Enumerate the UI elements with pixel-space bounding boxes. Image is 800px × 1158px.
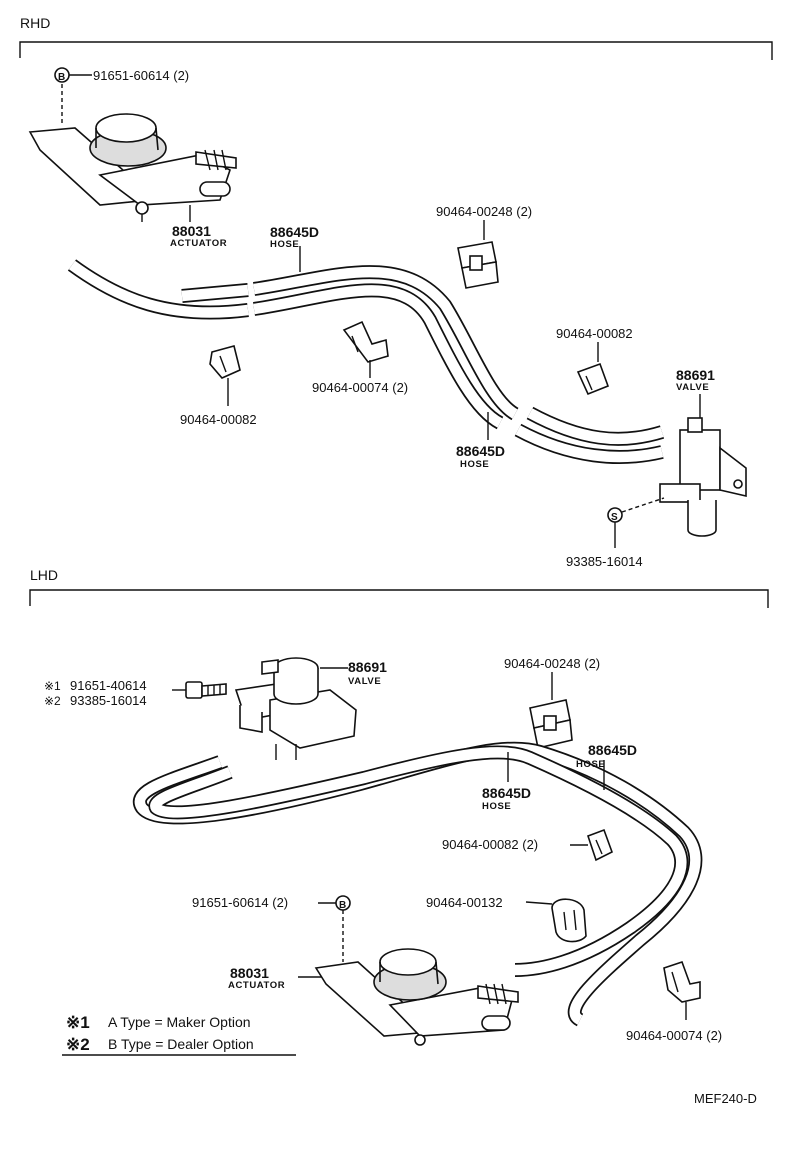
lhd-clip-082-part-number: 90464-00082 (2) bbox=[442, 837, 538, 852]
figure-code: MEF240-D bbox=[694, 1091, 757, 1106]
lhd-hose-inner-part-number: 88645D bbox=[482, 785, 531, 801]
lhd-clip-132-part-number: 90464-00132 bbox=[426, 895, 503, 910]
screw-s-marker: S bbox=[607, 507, 623, 523]
rhd-hose-lower-part-number: 88645D bbox=[456, 443, 505, 459]
section-label-rhd: RHD bbox=[20, 15, 50, 31]
lhd-bolt-b-marker-letter: B bbox=[339, 900, 346, 911]
lhd-clip-074-part-number: 90464-00074 (2) bbox=[626, 1028, 722, 1043]
lhd-bolt-b-marker: B bbox=[335, 895, 351, 911]
lhd-bolt2-part-number: 93385-16014 bbox=[70, 693, 147, 708]
rhd-clip-mid-part-number: 90464-00074 (2) bbox=[312, 380, 408, 395]
rhd-clip-left-part-number: 90464-00082 bbox=[180, 412, 257, 427]
lhd-hose-outer-part-number: 88645D bbox=[588, 742, 637, 758]
lhd-hose-drawing bbox=[133, 741, 703, 1027]
rhd-hose-lower-name: HOSE bbox=[460, 459, 489, 470]
rhd-clip-082-left-drawing bbox=[209, 345, 241, 379]
rhd-actuator-name: ACTUATOR bbox=[170, 238, 227, 249]
legend-text-1: A Type = Maker Option bbox=[108, 1014, 251, 1030]
bolt-b-marker: B bbox=[54, 67, 70, 83]
rhd-clip-074-drawing bbox=[342, 320, 389, 363]
rhd-hose-upper-part-number: 88645D bbox=[270, 224, 319, 240]
legend-mark-1: ※1 bbox=[66, 1013, 90, 1032]
legend-text-2: B Type = Dealer Option bbox=[108, 1036, 254, 1052]
rhd-hose-upper-drawing bbox=[67, 259, 519, 430]
lhd-hose-inner-name: HOSE bbox=[482, 801, 511, 812]
section-bracket-rhd bbox=[19, 41, 773, 60]
lhd-clip-top-part-number: 90464-00248 (2) bbox=[504, 656, 600, 671]
rhd-valve-part-number: 88691 bbox=[676, 367, 715, 383]
lhd-bolt-b-part-number: 91651-60614 (2) bbox=[192, 895, 288, 910]
bolt-b-marker-letter: B bbox=[58, 72, 65, 83]
lhd-clip-132-drawing bbox=[551, 898, 587, 943]
rhd-clip-top-part-number: 90464-00248 (2) bbox=[436, 204, 532, 219]
lhd-bolt1-mark: ※1 bbox=[44, 679, 61, 693]
screw-s-marker-letter: S bbox=[611, 512, 618, 523]
lhd-clip-074-drawing bbox=[663, 960, 701, 1003]
rhd-clip-248-drawing bbox=[457, 241, 499, 289]
rhd-actuator-drawing bbox=[28, 113, 237, 222]
lhd-valve-name: VALVE bbox=[348, 676, 381, 687]
rhd-bolt-part-number: 91651-60614 (2) bbox=[93, 68, 189, 83]
lhd-clip-248-drawing bbox=[529, 699, 573, 749]
rhd-valve-name: VALVE bbox=[676, 382, 709, 393]
rhd-screw-part-number: 93385-16014 bbox=[566, 554, 643, 569]
rhd-clip-082-right-drawing bbox=[576, 362, 610, 396]
dashed-leader bbox=[621, 497, 665, 513]
lhd-bolt1-part-number: 91651-40614 bbox=[70, 678, 147, 693]
lhd-actuator-part-number: 88031 bbox=[230, 965, 269, 981]
lhd-valve-part-number: 88691 bbox=[348, 659, 387, 675]
section-label-lhd: LHD bbox=[30, 567, 58, 583]
lhd-bolt2-mark: ※2 bbox=[44, 694, 61, 708]
rhd-actuator-part-number: 88031 bbox=[172, 223, 211, 239]
lhd-bolt-drawing bbox=[185, 681, 227, 699]
section-bracket-lhd bbox=[29, 589, 769, 608]
rhd-clip-right-part-number: 90464-00082 bbox=[556, 326, 633, 341]
leader-line bbox=[525, 901, 553, 905]
lhd-clip-082-drawing bbox=[586, 828, 613, 862]
lhd-hose-outer-name: HOSE bbox=[576, 759, 605, 770]
lhd-actuator-drawing bbox=[314, 948, 519, 1046]
rhd-hose-lower-drawing bbox=[514, 406, 665, 464]
lhd-actuator-name: ACTUATOR bbox=[228, 980, 285, 991]
legend-mark-2: ※2 bbox=[66, 1035, 90, 1054]
rhd-valve-drawing bbox=[659, 417, 747, 537]
rhd-hose-upper-name: HOSE bbox=[270, 239, 299, 250]
lhd-valve-drawing bbox=[234, 657, 357, 760]
